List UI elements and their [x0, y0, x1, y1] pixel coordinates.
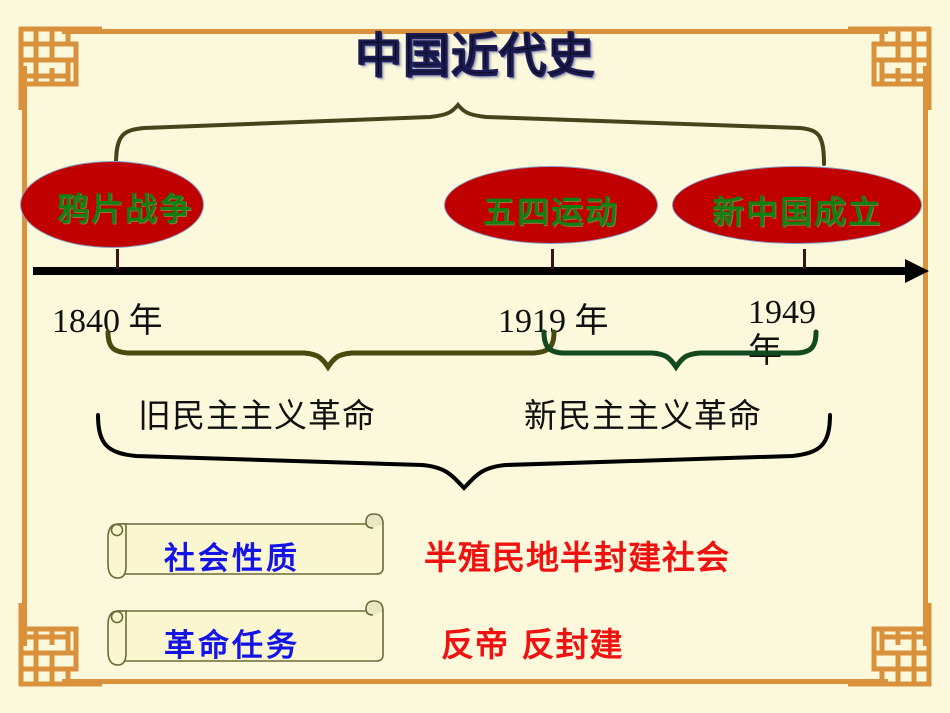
brace-old-democratic-period [105, 329, 557, 372]
timeline-axis [33, 267, 913, 275]
event-ellipse-2 [444, 166, 658, 244]
frame-right-border [923, 66, 928, 646]
timeline-arrow-icon [905, 259, 929, 283]
period-label-new: 新民主主义革命 [524, 399, 762, 435]
year-label-1840: 1840 年 [52, 303, 163, 340]
summary-scroll-1: 社会性质 [100, 508, 400, 580]
summary-scroll-2: 革命任务 [100, 595, 400, 667]
brace-top-overall [114, 101, 826, 166]
event-label-1: 鸦片战争 [57, 190, 194, 228]
summary-term-2: 革命任务 [164, 628, 300, 664]
corner-ornament-icon-bottom-right [848, 603, 932, 687]
scroll-shape-icon-2 [107, 600, 384, 666]
frame-bottom-border [62, 679, 888, 684]
timeline-tick-1919 [551, 249, 554, 269]
event-label-3: 新中国成立 [712, 193, 883, 231]
summary-answer-1: 半殖民地半封建社会 [424, 538, 730, 577]
event-ellipse-3 [672, 166, 922, 244]
corner-ornament-icon-top-right [848, 26, 932, 110]
event-label-2: 五四运动 [483, 193, 620, 231]
timeline-tick-1840 [116, 249, 119, 269]
frame-left-border [22, 66, 27, 646]
frame-top-border [62, 29, 888, 34]
event-ellipse-1 [20, 161, 204, 248]
year-label-1919: 1919 年 [498, 303, 609, 340]
year-label-1949: 1949 年 [748, 294, 816, 371]
scroll-shape-icon-1 [107, 513, 384, 579]
timeline-tick-1949 [803, 249, 806, 269]
summary-term-1: 社会性质 [164, 541, 300, 577]
summary-answer-2: 反帝 反封建 [441, 625, 624, 664]
page-title: 中国近代史 [355, 29, 595, 84]
corner-ornament-icon-bottom-left [18, 603, 102, 687]
period-label-old: 旧民主主义革命 [138, 399, 376, 435]
corner-ornament-icon-top-left [18, 26, 102, 110]
